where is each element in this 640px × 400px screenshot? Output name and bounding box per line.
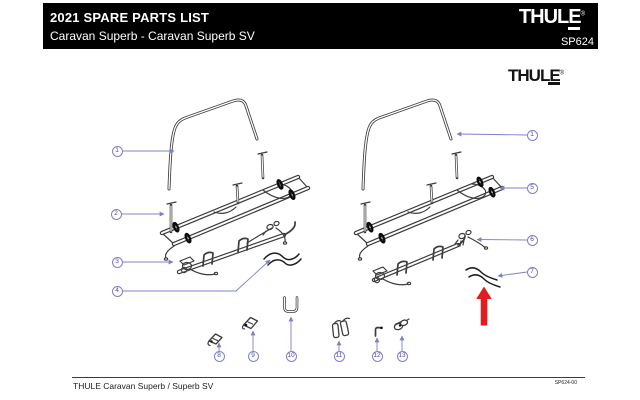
right-top-hoop [361, 98, 453, 191]
thule-logo-body: THULE® [508, 66, 564, 86]
callout-right-6: 6 [526, 234, 538, 246]
small-parts-row [207, 296, 410, 347]
header-bar: 2021 SPARE PARTS LIST Caravan Superb - C… [43, 3, 598, 49]
callout-bottom-8: 8 [213, 350, 225, 362]
callout-left-1: 1 [111, 145, 123, 157]
callout-left-4: 4 [111, 285, 123, 297]
page-subtitle: Caravan Superb - Caravan Superb SV [50, 29, 255, 43]
thule-logo-sweden-bar [568, 27, 580, 30]
registered-mark: ® [559, 70, 565, 77]
callout-right-7: 7 [526, 266, 538, 278]
part-12-hook [374, 326, 383, 337]
left-upper-rail [162, 151, 308, 261]
part-13-clamp [393, 318, 410, 331]
callout-leader-lines [121, 131, 528, 351]
thule-logo-body-sweden-bar [548, 82, 560, 85]
callout-bottom-10: 10 [285, 350, 297, 362]
callout-bottom-11: 11 [333, 350, 345, 362]
footer-divider [72, 377, 585, 378]
left-lower-rail [179, 220, 296, 276]
callout-bottom-13: 13 [396, 350, 408, 362]
part-11-holder-pair [331, 317, 351, 339]
page-title: 2021 SPARE PARTS LIST [50, 10, 210, 25]
right-lower-rail [373, 235, 466, 286]
registered-mark: ® [580, 11, 585, 18]
highlight-arrow [476, 286, 492, 326]
part-10-u-bracket [283, 296, 299, 313]
callout-bottom-12: 12 [371, 350, 383, 362]
callout-right-1: 1 [526, 129, 538, 141]
left-top-hoop [167, 98, 259, 191]
footer-doc-code: SP624-00 [554, 380, 577, 386]
right-cable-part [465, 267, 501, 288]
right-diagram [356, 98, 502, 288]
thule-logo-body-text: THULE [508, 66, 561, 85]
callout-left-2: 2 [110, 208, 122, 220]
part-9-clip [241, 316, 259, 330]
left-diagram [162, 98, 308, 276]
part-8-clip [207, 333, 223, 347]
callout-left-3: 3 [111, 256, 123, 268]
callout-right-5: 5 [526, 182, 538, 194]
callout-bottom-9: 9 [247, 350, 259, 362]
footer-model-name: THULE Caravan Superb / Superb SV [73, 381, 214, 391]
left-cable-part [263, 252, 302, 266]
right-clamp-part [454, 229, 489, 250]
thule-logo-text: THULE [518, 6, 582, 28]
part-code: SP624 [560, 36, 594, 48]
thule-logo-header: THULE® [519, 6, 585, 29]
